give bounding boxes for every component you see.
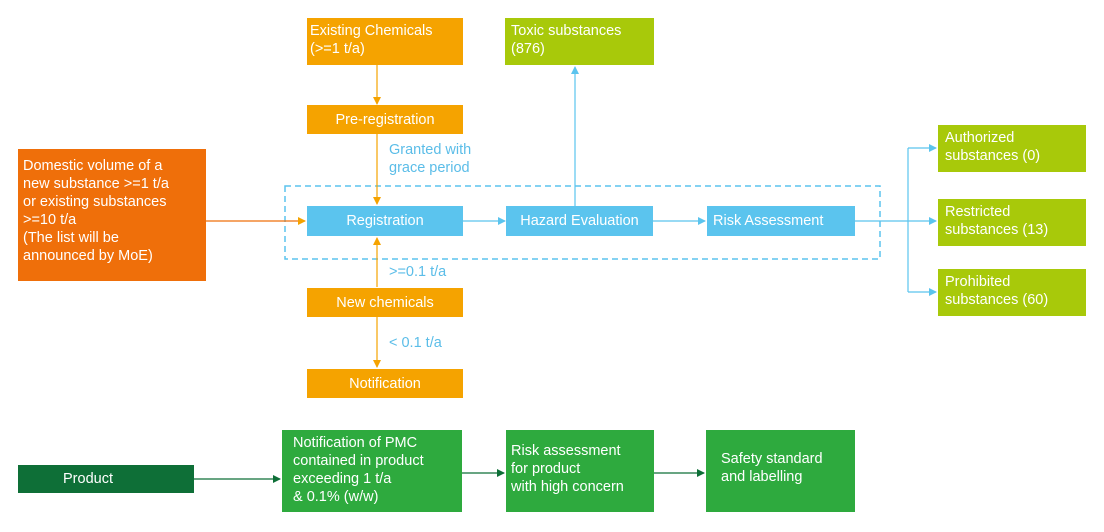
- toxic-substances-box: Toxic substances (876): [505, 18, 654, 65]
- registration-box: Registration: [307, 206, 463, 236]
- restricted-substances-label: Restricted substances (13): [945, 204, 1049, 238]
- safety-standard-label: Safety standard and labelling: [721, 451, 823, 485]
- authorized-substances-box: Authorized substances (0): [938, 125, 1086, 172]
- pre-registration-label: Pre-registration: [335, 111, 435, 128]
- existing-chemicals-box: Existing Chemicals (>=1 t/a): [307, 18, 463, 65]
- risk-assessment-product-label: Risk assessment for product with high co…: [511, 443, 624, 495]
- toxic-substances-label: Toxic substances (876): [511, 23, 622, 57]
- restricted-substances-box: Restricted substances (13): [938, 199, 1086, 246]
- risk-assessment-box: Risk Assessment: [707, 206, 855, 236]
- pre-registration-box: Pre-registration: [307, 105, 463, 134]
- threshold-ge-label: >=0.1 t/a: [389, 264, 447, 280]
- hazard-evaluation-box: Hazard Evaluation: [506, 206, 653, 236]
- registration-process-group: [284, 185, 881, 260]
- domestic-volume-label: Domestic volume of a new substance >=1 t…: [23, 158, 169, 264]
- risk-assessment-label: Risk Assessment: [713, 213, 824, 229]
- notification-pmc-box: Notification of PMC contained in product…: [282, 430, 462, 512]
- product-label: Product: [63, 471, 113, 487]
- notification-box: Notification: [307, 369, 463, 398]
- new-chemicals-box: New chemicals: [307, 288, 463, 317]
- product-box: Product: [18, 465, 194, 493]
- notification-pmc-label: Notification of PMC contained in product…: [293, 435, 424, 505]
- notification-label: Notification: [349, 375, 421, 392]
- threshold-lt-label: < 0.1 t/a: [389, 335, 442, 351]
- hazard-evaluation-label: Hazard Evaluation: [520, 213, 639, 229]
- new-chemicals-label: New chemicals: [336, 294, 434, 311]
- prohibited-substances-box: Prohibited substances (60): [938, 269, 1086, 316]
- granted-grace-period-label: Granted with grace period: [389, 142, 472, 176]
- existing-chemicals-label: Existing Chemicals (>=1 t/a): [310, 23, 433, 57]
- registration-label: Registration: [346, 213, 424, 229]
- risk-assessment-product-box: Risk assessment for product with high co…: [506, 430, 654, 512]
- prohibited-substances-label: Prohibited substances (60): [945, 274, 1049, 308]
- safety-standard-box: Safety standard and labelling: [706, 430, 855, 512]
- domestic-volume-box: Domestic volume of a new substance >=1 t…: [18, 149, 206, 281]
- authorized-substances-label: Authorized substances (0): [945, 130, 1041, 164]
